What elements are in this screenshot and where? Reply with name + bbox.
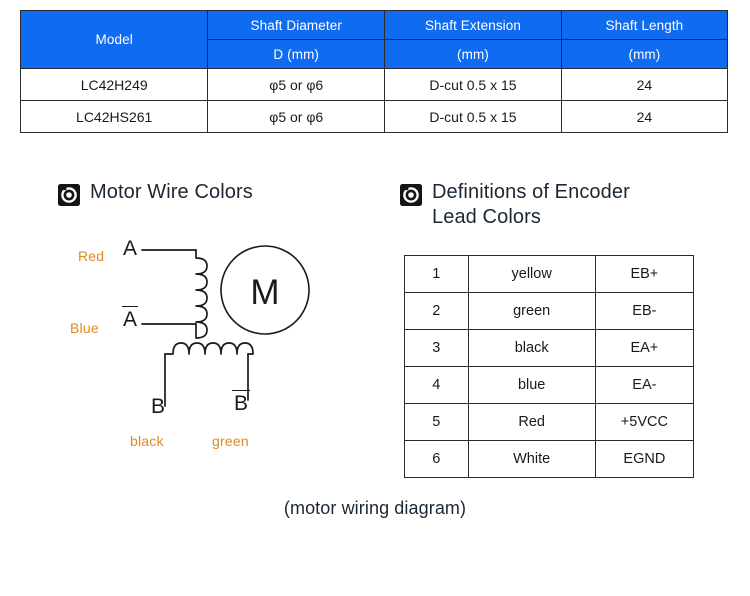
spec-cell-diameter: φ5 or φ6 xyxy=(207,100,386,133)
phase-label-a-bar: A xyxy=(122,306,138,330)
spec-subheader-length-unit: (mm) xyxy=(560,39,729,69)
motor-symbol-letter: M xyxy=(250,273,279,312)
spec-header-shaft-extension: Shaft Extension xyxy=(384,10,562,40)
table-row: 6 White EGND xyxy=(404,440,695,478)
spec-cell-length: 24 xyxy=(560,100,729,133)
encoder-cell-signal: EB- xyxy=(594,292,695,330)
phase-label-b: B xyxy=(150,395,165,418)
motor-circle xyxy=(220,245,310,335)
wire-label-red: Red xyxy=(78,248,105,264)
encoder-cell-color: Red xyxy=(467,403,596,441)
figure-caption: (motor wiring diagram) xyxy=(283,498,467,518)
wire-label-green: green xyxy=(212,433,249,449)
coil-a xyxy=(195,249,208,339)
encoder-cell-no: 6 xyxy=(404,440,469,478)
wire-label-black: black xyxy=(130,433,164,449)
motor-wire-colors-heading: Motor Wire Colors xyxy=(58,180,358,206)
table-row: LC42HS261 φ5 or φ6 D-cut 0.5 x 15 24 xyxy=(19,100,729,133)
wire-label-blue: Blue xyxy=(70,320,99,336)
encoder-cell-color: blue xyxy=(467,366,596,404)
spec-header-model: Model xyxy=(19,10,209,69)
spec-header-shaft-length: Shaft Length xyxy=(560,10,729,40)
spec-cell-length: 24 xyxy=(560,68,729,101)
table-row: 2 green EB- xyxy=(404,292,695,330)
encoder-cell-no: 5 xyxy=(404,403,469,441)
encoder-cell-signal: EB+ xyxy=(594,255,695,293)
motor-wiring-diagram: M Red Blue A A B B black green xyxy=(60,228,390,458)
encoder-lead-colors-heading: Definitions of Encoder Lead Colors xyxy=(400,180,700,230)
spec-subheader-extension-unit: (mm) xyxy=(384,39,562,69)
phase-label-b-bar-text: B xyxy=(233,392,248,415)
table-row: 5 Red +5VCC xyxy=(404,403,695,441)
phase-label-a-bar-text: A xyxy=(122,308,137,331)
spec-cell-diameter: φ5 or φ6 xyxy=(207,68,386,101)
spec-cell-model: LC42H249 xyxy=(19,68,209,101)
spec-table-header-row-2: D (mm) (mm) (mm) xyxy=(21,39,729,69)
encoder-cell-color: White xyxy=(467,440,596,478)
table-row: 4 blue EA- xyxy=(404,366,695,404)
encoder-cell-signal: EGND xyxy=(594,440,695,478)
motor-diagram-svg: M xyxy=(141,245,310,407)
encoder-cell-signal: EA- xyxy=(594,366,695,404)
spec-header-shaft-diameter: Shaft Diameter xyxy=(207,10,386,40)
overbar xyxy=(232,390,250,391)
encoder-cell-signal: +5VCC xyxy=(594,403,695,441)
section-title-encoder-line2: Lead Colors xyxy=(432,206,541,228)
target-bullet-icon xyxy=(400,184,422,206)
target-bullet-icon xyxy=(58,184,80,206)
spec-cell-model: LC42HS261 xyxy=(19,100,209,133)
encoder-cell-no: 4 xyxy=(404,366,469,404)
spec-cell-extension: D-cut 0.5 x 15 xyxy=(384,68,562,101)
section-title-encoder: Definitions of Encoder Lead Colors xyxy=(432,180,630,230)
phase-label-a: A xyxy=(122,237,137,260)
encoder-cell-color: green xyxy=(467,292,596,330)
encoder-lead-table: 1 yellow EB+ 2 green EB- 3 black EA+ 4 b… xyxy=(404,255,695,478)
table-row: LC42H249 φ5 or φ6 D-cut 0.5 x 15 24 xyxy=(19,68,729,101)
encoder-cell-color: yellow xyxy=(467,255,596,293)
coil-b xyxy=(164,342,254,355)
spec-table-container: Model Shaft Diameter Shaft Extension Sha… xyxy=(19,10,729,133)
table-row: 1 yellow EB+ xyxy=(404,255,695,293)
spec-cell-extension: D-cut 0.5 x 15 xyxy=(384,100,562,133)
encoder-cell-color: black xyxy=(467,329,596,367)
section-title-encoder-line1: Definitions of Encoder xyxy=(432,181,630,203)
overbar xyxy=(122,306,138,307)
phase-label-b-bar: B xyxy=(232,390,250,414)
encoder-table-container: 1 yellow EB+ 2 green EB- 3 black EA+ 4 b… xyxy=(404,255,695,478)
section-title-motor: Motor Wire Colors xyxy=(90,181,253,203)
table-row: 3 black EA+ xyxy=(404,329,695,367)
encoder-cell-no: 3 xyxy=(404,329,469,367)
spec-subheader-diameter-unit: D (mm) xyxy=(207,39,386,69)
encoder-cell-no: 1 xyxy=(404,255,469,293)
spec-table-header-row-1: Model Shaft Diameter Shaft Extension Sha… xyxy=(19,10,729,69)
encoder-cell-signal: EA+ xyxy=(594,329,695,367)
shaft-spec-table: Model Shaft Diameter Shaft Extension Sha… xyxy=(19,10,729,133)
encoder-cell-no: 2 xyxy=(404,292,469,330)
